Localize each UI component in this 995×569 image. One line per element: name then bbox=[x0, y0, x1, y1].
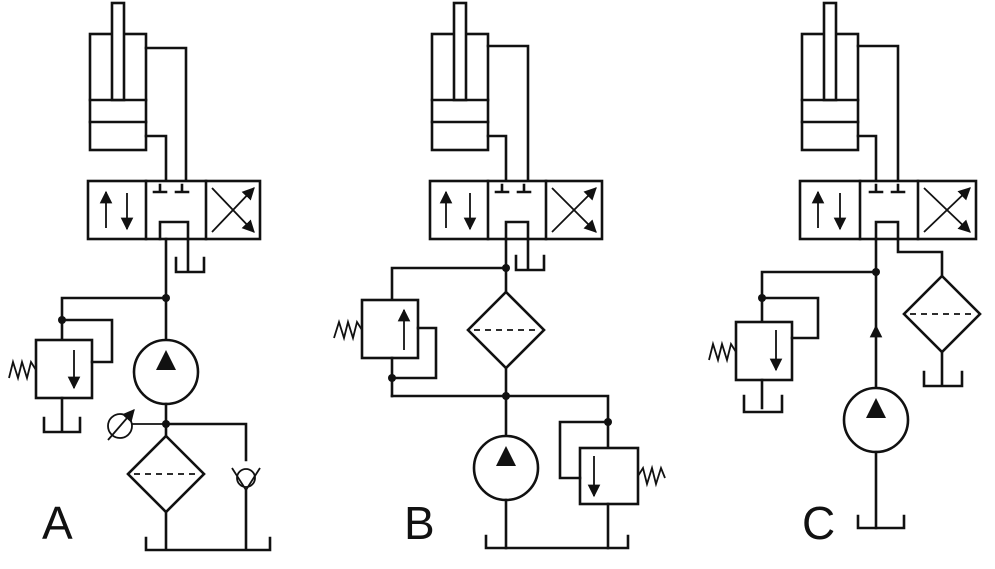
pump-a bbox=[132, 338, 200, 426]
circuit-b bbox=[333, 1, 666, 550]
pump-c bbox=[842, 386, 910, 530]
relief-valve-b bbox=[333, 298, 438, 398]
circuit-label-b: B bbox=[404, 497, 435, 549]
circuit-label-c: C bbox=[802, 497, 836, 549]
cylinder-c bbox=[800, 1, 860, 152]
directional-valve-c bbox=[798, 179, 978, 241]
filter-b bbox=[466, 290, 546, 438]
filter-a bbox=[126, 422, 206, 550]
circuit-a bbox=[8, 1, 272, 552]
circuit-c bbox=[708, 1, 982, 530]
tank-a-valve bbox=[174, 237, 206, 274]
circuit-label-a: A bbox=[42, 497, 73, 549]
gauge-a bbox=[107, 409, 166, 441]
pump-b bbox=[472, 434, 540, 550]
cylinder-a-cap-line bbox=[144, 134, 168, 186]
directional-valve-b bbox=[428, 179, 604, 241]
cylinder-a bbox=[88, 1, 148, 152]
check-valve-a bbox=[231, 467, 261, 550]
relief-valve-b-2 bbox=[558, 420, 666, 550]
relief-valve-c bbox=[708, 296, 820, 414]
directional-valve-a bbox=[86, 179, 262, 241]
relief-valve-a bbox=[8, 318, 114, 434]
cylinder-a-rod-line bbox=[144, 46, 188, 186]
cylinder-b bbox=[430, 1, 490, 152]
filter-c bbox=[902, 274, 982, 388]
tank-a-bottom bbox=[144, 536, 272, 552]
